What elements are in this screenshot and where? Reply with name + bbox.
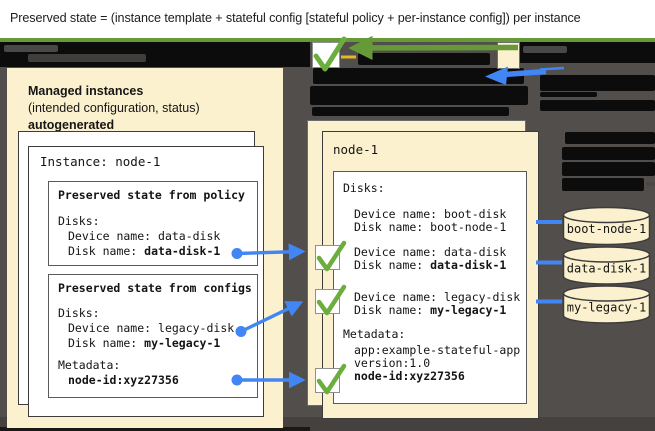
instance-card-title: Instance: node-1: [40, 154, 161, 169]
panel-subtitle: (intended configuration, status): [28, 101, 200, 115]
disks-label: Disks:: [58, 306, 100, 320]
redacted-bar: [565, 132, 655, 144]
disk-cylinder: data-disk-1: [562, 246, 651, 285]
device-name-line: Device name: legacy-disk: [354, 290, 521, 304]
disks-label: Disks:: [58, 214, 100, 228]
vm-panel-title: node-1: [333, 142, 379, 157]
bottom-strip-dark: [0, 427, 310, 431]
check-icon: [316, 240, 347, 272]
check-icon: [316, 284, 347, 316]
vm-state-box: Disks: Device name: boot-disk Disk name:…: [333, 171, 527, 404]
checked-checkbox: [312, 36, 347, 72]
disk-volume-label: my-legacy-1: [567, 301, 646, 315]
metadata-label: Metadata:: [58, 358, 121, 372]
redacted-bar: [313, 68, 524, 84]
policy-box-title: Preserved state from policy: [58, 188, 245, 202]
metadata-value: node-id:xyz27356: [68, 373, 179, 387]
panel-title: Managed instances: [28, 84, 144, 98]
redacted-line: [312, 107, 509, 116]
disk-volume-label: boot-node-1: [567, 222, 646, 236]
checked-checkbox: [315, 284, 347, 316]
disk-name-line: Disk name: my-legacy-1: [354, 303, 507, 317]
redacted-bar: [562, 147, 655, 160]
device-name-line: Device name: legacy-disk: [68, 321, 235, 335]
redacted-dash: [28, 54, 146, 62]
check-icon: [316, 363, 347, 395]
policy-state-box: Preserved state from policy Disks: Devic…: [48, 181, 258, 266]
disks-label: Disks:: [343, 181, 385, 195]
disk-name-line: Disk name: data-disk-1: [354, 258, 507, 272]
metadata-label: Metadata:: [343, 327, 406, 341]
configs-state-box: Preserved state from configs Disks: Devi…: [48, 274, 258, 398]
metadata-value: node-id:xyz27356: [354, 369, 465, 383]
formula-text: Preserved state = (instance template + s…: [10, 11, 581, 25]
disk-name-line: Disk name: data-disk-1: [68, 244, 221, 258]
redacted-bar: [540, 100, 655, 111]
redacted-dash: [4, 45, 58, 52]
redacted-bar: [358, 53, 490, 65]
disk-volume-label: data-disk-1: [567, 262, 646, 276]
metadata-line: version:1.0: [354, 356, 431, 370]
checked-checkbox: [315, 240, 347, 272]
disk-name-line: Disk name: my-legacy-1: [68, 336, 221, 350]
disk-name-line: Disk name: boot-node-1: [354, 220, 507, 234]
checked-checkbox: [315, 363, 347, 395]
panel-subtitle-2: autogenerated: [28, 118, 115, 132]
device-name-line: Device name: data-disk: [68, 229, 221, 243]
check-icon: [313, 36, 347, 72]
metadata-line: app:example-stateful-app: [354, 343, 521, 357]
redacted-dash: [523, 46, 567, 53]
redacted-bar: [540, 75, 655, 91]
green-divider-line: [0, 38, 655, 42]
configs-box-title: Preserved state from configs: [58, 281, 252, 295]
formula-banner: Preserved state = (instance template + s…: [0, 0, 655, 38]
device-name-line: Device name: data-disk: [354, 245, 507, 259]
disk-cylinder: boot-node-1: [562, 206, 651, 246]
legend-cream-swatch: [497, 42, 520, 69]
disk-cylinder: my-legacy-1: [562, 285, 651, 324]
redacted-line: [540, 92, 597, 97]
device-name-line: Device name: boot-disk: [354, 207, 507, 221]
redacted-dash: [646, 182, 655, 186]
redacted-bar: [562, 178, 644, 191]
redacted-bar: [310, 86, 528, 105]
redacted-bar: [562, 162, 655, 176]
instance-card: Instance: node-1 Preserved state from po…: [28, 146, 264, 417]
